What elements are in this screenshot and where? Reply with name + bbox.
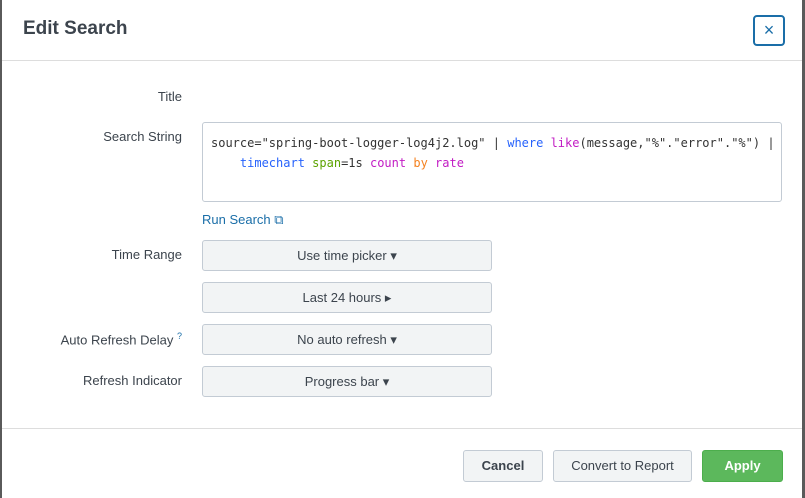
time-range-button[interactable]: Last 24 hours ▸ [202, 282, 492, 313]
close-icon[interactable]: × [753, 15, 785, 46]
search-token: by [413, 156, 428, 170]
cancel-button[interactable]: Cancel [463, 450, 543, 482]
search-string-label: Search String [103, 129, 182, 144]
search-token: where [507, 136, 544, 150]
dialog-title: Edit Search [23, 18, 128, 39]
apply-button[interactable]: Apply [702, 450, 783, 482]
run-search-link[interactable]: Run Search ⧉ [202, 212, 284, 227]
auto-refresh-dropdown[interactable]: No auto refresh ▾ [202, 324, 492, 355]
convert-to-report-button[interactable]: Convert to Report [553, 450, 692, 482]
auto-refresh-label: Auto Refresh Delay ? [61, 331, 182, 347]
title-label: Title [157, 89, 182, 104]
search-token [428, 156, 435, 170]
help-icon[interactable]: ? [176, 331, 182, 341]
search-line-2: timechart span=1s count by rate [211, 153, 773, 173]
search-token: (message,"%"."error"."%") | [579, 136, 775, 150]
search-token [211, 156, 240, 170]
refresh-indicator-dropdown[interactable]: Progress bar ▾ [202, 366, 492, 397]
search-token: =1s [341, 156, 370, 170]
time-picker-dropdown[interactable]: Use time picker ▾ [202, 240, 492, 271]
search-token: rate [435, 156, 464, 170]
search-token: like [550, 136, 580, 150]
time-range-label: Time Range [111, 247, 182, 262]
search-token: count [369, 156, 407, 170]
search-string-input[interactable]: source="spring-boot-logger-log4j2.log" |… [202, 122, 782, 202]
auto-refresh-text: Auto Refresh Delay [60, 332, 174, 348]
dialog-header: Edit Search × [2, 0, 802, 61]
search-token: source="spring-boot-logger-log4j2.log" | [211, 136, 508, 150]
search-token [543, 136, 550, 150]
dialog-footer: Cancel Convert to Report Apply [2, 428, 802, 498]
refresh-indicator-label: Refresh Indicator [83, 373, 182, 388]
search-token: timechart [239, 156, 305, 170]
search-token: span [312, 156, 342, 170]
search-line-1: source="spring-boot-logger-log4j2.log" |… [211, 133, 775, 153]
